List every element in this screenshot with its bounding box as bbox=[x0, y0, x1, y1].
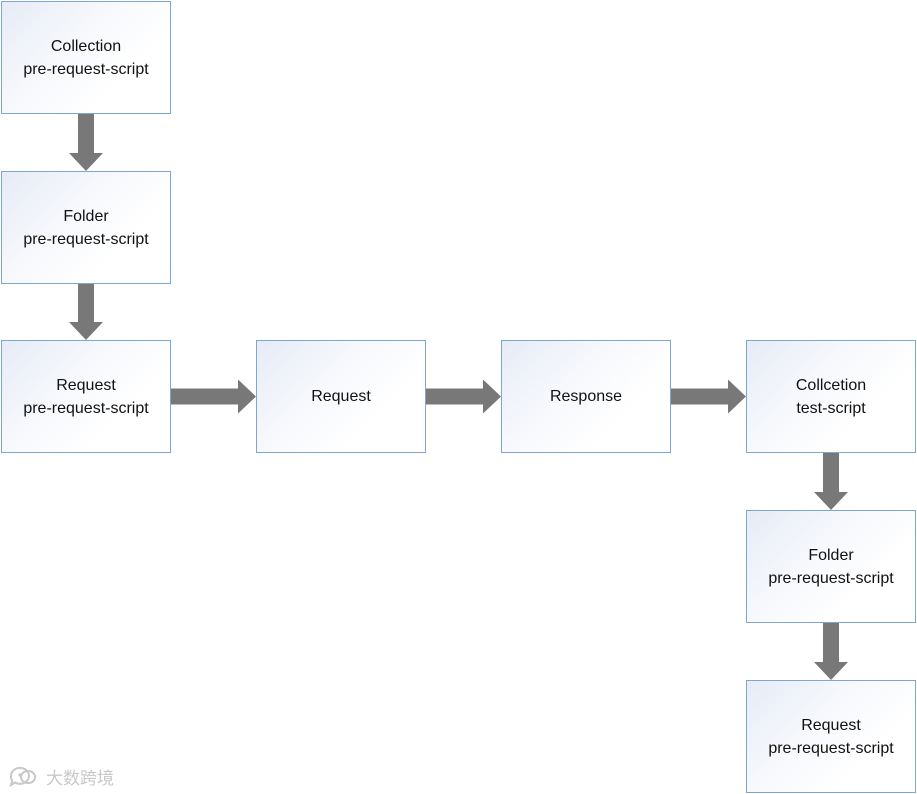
node-label-line: pre-request-script bbox=[768, 569, 894, 587]
node-label-line: pre-request-script bbox=[23, 230, 149, 248]
node-label-line: Request bbox=[801, 716, 861, 734]
node-n8: Request pre-request-script bbox=[746, 680, 916, 793]
node-label-line: test-script bbox=[796, 399, 866, 417]
arrow-n3-to-n4 bbox=[171, 379, 256, 414]
node-n5: Response bbox=[501, 340, 671, 453]
node-n2: Folder pre-request-script bbox=[1, 171, 171, 284]
node-label-line: Response bbox=[549, 388, 623, 405]
node-n4: Request bbox=[256, 340, 426, 453]
node-label-line: Collcetion bbox=[795, 376, 867, 394]
arrow-n2-to-n3 bbox=[69, 284, 103, 340]
chat-bubble-logo-icon bbox=[9, 766, 37, 787]
arrow-n7-to-n8 bbox=[814, 623, 848, 680]
watermark: 大数跨境 bbox=[8, 763, 114, 789]
node-label-line: Folder bbox=[63, 207, 109, 225]
arrow-n6-to-n7 bbox=[814, 453, 848, 510]
arrow-n5-to-n6 bbox=[671, 379, 746, 414]
node-n1: Collection pre-request-script bbox=[1, 1, 171, 114]
arrow-n1-to-n2 bbox=[69, 114, 103, 171]
node-n3: Request pre-request-script bbox=[1, 340, 171, 453]
node-label-line: Folder bbox=[808, 546, 854, 564]
node-n7: Folder pre-request-script bbox=[746, 510, 916, 623]
node-n6: Collcetion test-script bbox=[746, 340, 916, 453]
arrow-n4-to-n5 bbox=[426, 379, 501, 414]
node-label-line: pre-request-script bbox=[768, 739, 894, 757]
node-label-line: pre-request-script bbox=[23, 60, 149, 78]
watermark-text: 大数跨境 bbox=[46, 768, 114, 789]
node-label-line: Request bbox=[56, 376, 116, 394]
node-label-line: pre-request-script bbox=[23, 399, 149, 417]
node-label-line: Request bbox=[311, 388, 371, 405]
node-label-line: Collection bbox=[50, 37, 122, 55]
